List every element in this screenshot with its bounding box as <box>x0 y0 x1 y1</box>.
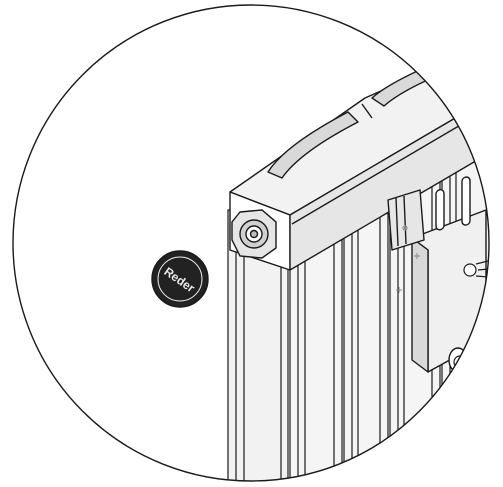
radiator-column-third <box>343 209 389 481</box>
end-cap-valve <box>231 209 277 259</box>
sparkle-markers <box>396 225 420 293</box>
detail-circle-frame <box>12 4 490 482</box>
top-slot-front <box>267 111 359 179</box>
radiator-column-second <box>289 234 343 481</box>
wall-bracket <box>387 176 487 373</box>
brand-badge: Reder <box>151 250 209 308</box>
